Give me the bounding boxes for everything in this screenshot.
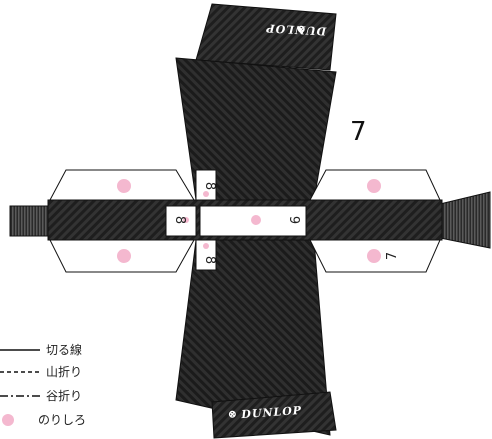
legend-label-cut: 切る線 [46,342,82,357]
panel-number-bottom: 8 [202,256,217,264]
legend-label-mountain: 山折り [46,364,82,379]
legend-label-glue: のりしろ [38,413,86,427]
legend-label-valley: 谷折り [46,388,82,403]
glue-dot-top-tab [203,191,209,197]
top-flap [195,3,337,71]
bottom-brand-mark-icon: ⊗ [227,407,238,421]
glue-dot-left-tab [183,217,189,223]
bottom-brand-text: DUNLOP [240,404,303,421]
glue-dot-bottom-tab [203,243,209,249]
top-brand-text: DUNLOP [265,21,327,37]
legend-glue-dot [2,414,14,426]
glue-dot-left-lower [117,249,131,263]
panel-number-left: 8 [172,216,187,224]
glue-dot-right-upper [367,179,381,193]
net-number: 7 [350,117,367,147]
glue-dot-center [251,215,261,225]
glue-dot-right-lower [367,249,381,263]
panel-number-top: 8 [202,182,217,190]
right-end-band [439,191,491,249]
glue-dot-left-upper [117,179,131,193]
bottom-flap [211,391,337,439]
top-small-tab [195,169,217,201]
panel-number-right-tab: 7 [385,252,400,260]
top-brand-mark-icon: ⊗ [295,22,306,36]
panel-number-center: 9 [286,216,301,224]
legend: 切る線 山折り 谷折り のりしろ [0,342,86,427]
bottom-small-tab [195,239,217,271]
left-end-band [9,205,51,237]
left-small-tab [165,205,197,237]
